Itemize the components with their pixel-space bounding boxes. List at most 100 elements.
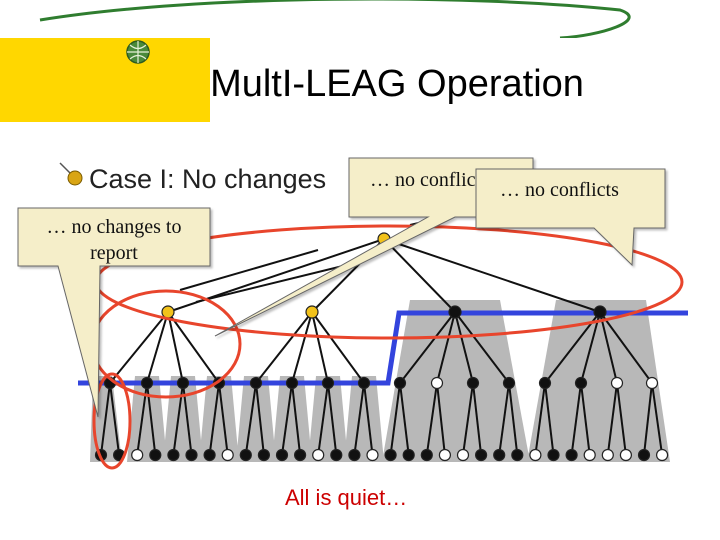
tree-edge [109, 382, 121, 456]
shade-leaf-group [199, 376, 239, 462]
leaf-node [475, 448, 488, 462]
leaf-node [131, 448, 144, 462]
shade-subtree [527, 300, 670, 462]
leaf-node [257, 448, 270, 462]
tree-edge [599, 311, 618, 384]
cluster-node [448, 305, 462, 319]
tree-edge [643, 382, 653, 456]
callout-left: … no changes to report [17, 207, 211, 418]
tree-edge [544, 382, 555, 456]
tree-edge [508, 382, 519, 456]
leaf-node [221, 448, 234, 462]
leaf-node [583, 448, 596, 462]
cluster-node [393, 376, 407, 390]
leaf-node [330, 448, 343, 462]
leaf-node [203, 448, 216, 462]
shade-leaf-group [308, 376, 348, 462]
callout-left-line-2: report [90, 242, 138, 264]
tree-edge [383, 238, 456, 313]
tree-edge [580, 311, 601, 384]
tree-edge [255, 311, 313, 384]
tree-edge [454, 311, 474, 384]
leaf-node [312, 448, 325, 462]
callout-middle: … no conflicts [214, 157, 534, 337]
leaf-node [149, 448, 162, 462]
shade-leaf-group [344, 376, 384, 462]
tree-edge [580, 382, 591, 456]
highlight-ellipse-leaves [92, 372, 132, 470]
tree-edge [353, 382, 365, 456]
tree-edge [218, 382, 229, 456]
leaf-node [185, 448, 198, 462]
tree-edge [383, 238, 601, 313]
callout-left-line-1: … no changes to [47, 216, 182, 238]
leaf-node [655, 448, 669, 462]
tree-edge [498, 382, 510, 456]
tree-edge [472, 382, 483, 456]
cluster-node [593, 305, 607, 319]
tree-edge [363, 382, 374, 456]
tree-edge [100, 382, 111, 456]
leaf-node [619, 448, 633, 462]
tree-edge [399, 382, 410, 456]
cluster-node [610, 376, 624, 390]
cluster-node [249, 376, 263, 390]
cluster-node [502, 376, 516, 390]
leader-node [161, 305, 175, 319]
cluster-node [430, 376, 444, 390]
leaf-node [402, 448, 415, 462]
cluster-node [357, 376, 371, 390]
leaf-node [348, 448, 361, 462]
leaf-node [366, 448, 379, 462]
tree-edge [616, 382, 627, 456]
shade-leaf-group [272, 376, 312, 462]
cluster-node [321, 376, 335, 390]
leaf-node [239, 448, 252, 462]
tree-edge [167, 311, 220, 384]
tree-edge [454, 311, 510, 384]
cluster-node [285, 376, 299, 390]
slide-title: MultI-LEAG Operation [210, 63, 584, 105]
tree-edge [311, 311, 365, 384]
leaf-node [565, 448, 578, 462]
leaf-node [601, 448, 614, 462]
globe-icon [126, 40, 150, 64]
cluster-node [140, 376, 154, 390]
tree-edge [167, 311, 184, 384]
pin-bullet-icon [59, 162, 83, 186]
tree-edge [281, 382, 293, 456]
leaf-node [456, 448, 470, 462]
leaf-node [637, 448, 651, 462]
tree-edge [599, 311, 653, 384]
callout-right-text: … no conflicts [500, 179, 619, 201]
callout-right: … no conflicts [475, 168, 666, 267]
leaf-node [275, 448, 289, 462]
decorative-curve [39, 0, 631, 40]
tree-edge [255, 382, 265, 456]
cluster-node [538, 376, 552, 390]
shade-leaf-group [236, 376, 276, 462]
cluster-node [645, 376, 659, 390]
cluster-node [176, 376, 190, 390]
tree-edge [327, 382, 338, 456]
boundary-line [78, 310, 688, 386]
tree-edge [311, 311, 329, 384]
leaf-node [529, 448, 542, 462]
tree-edge [208, 382, 220, 456]
tree-edge [109, 311, 169, 384]
tree-edge [317, 382, 329, 456]
leaf-node [167, 448, 180, 462]
tree-edge [244, 382, 257, 456]
shade-subtree [382, 300, 530, 462]
bullet-case-text: Case I: No changes [89, 164, 326, 194]
tree-edge [179, 249, 319, 291]
leaf-node [511, 448, 524, 462]
tree-edge [291, 382, 302, 456]
tree-edge [389, 382, 401, 456]
title-panel [210, 38, 720, 122]
footer-text: All is quiet… [285, 485, 407, 510]
tree-edge [534, 382, 546, 456]
callout-middle-text: … no conflicts [370, 169, 489, 191]
cluster-node [466, 376, 480, 390]
